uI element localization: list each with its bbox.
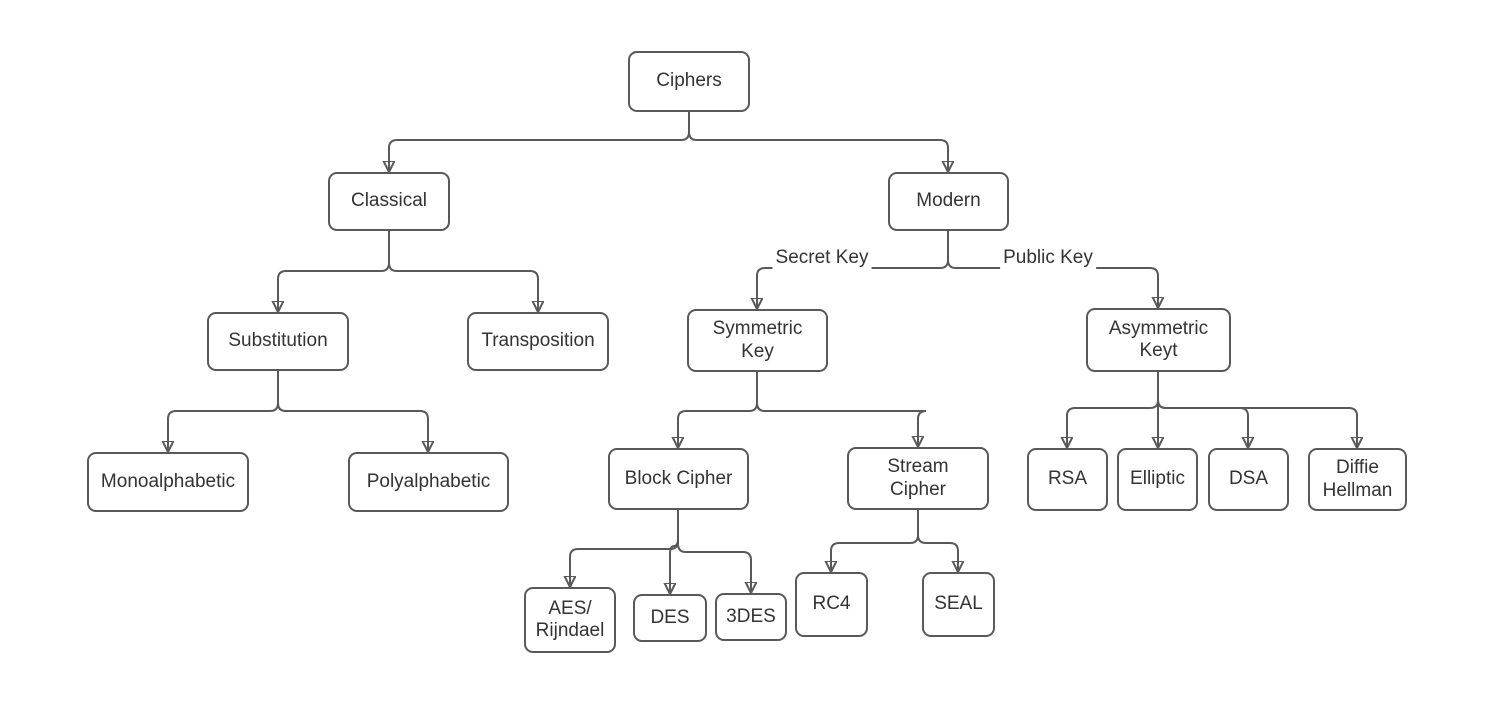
node-asymmetric-key: Asymmetric Keyt	[1086, 308, 1231, 372]
node-ciphers: Ciphers	[628, 51, 750, 112]
edge-modern-symmetric	[757, 231, 949, 309]
edge-block-aes	[570, 510, 679, 587]
node-elliptic: Elliptic	[1117, 448, 1198, 511]
node-rc4-label: RC4	[812, 593, 851, 615]
node-ciphers-label: Ciphers	[656, 70, 722, 92]
edge-stream-rc4	[831, 510, 919, 572]
edge-block-3des	[677, 510, 751, 593]
node-classical: Classical	[328, 172, 450, 231]
node-substitution-label: Substitution	[228, 330, 328, 352]
edge-symmetric-block	[678, 372, 758, 448]
node-symmetric-key: Symmetric Key	[687, 309, 828, 372]
node-polyalphabetic: Polyalphabetic	[348, 452, 509, 512]
node-modern-label: Modern	[916, 190, 981, 212]
edge-symmetric-stream	[756, 372, 927, 447]
node-3des-label: 3DES	[726, 605, 776, 627]
node-des-label: DES	[650, 606, 690, 628]
node-aes-rijndael-label: AES/ Rijndael	[535, 597, 605, 641]
edge-ciphers-modern	[688, 112, 948, 172]
node-block-cipher: Block Cipher	[608, 448, 749, 510]
node-monoalphabetic: Monoalphabetic	[87, 452, 249, 512]
edge-asymmetric-diffie	[1157, 372, 1357, 448]
edge-asymmetric-dsa	[1157, 372, 1248, 448]
node-seal-label: SEAL	[934, 593, 983, 615]
node-transposition: Transposition	[467, 312, 609, 371]
node-monoalphabetic-label: Monoalphabetic	[100, 470, 236, 492]
node-diffie-hellman-label: Diffie Hellman	[1322, 457, 1393, 501]
node-diffie-hellman: Diffie Hellman	[1308, 448, 1407, 511]
node-polyalphabetic-label: Polyalphabetic	[366, 470, 491, 492]
node-aes-rijndael: AES/ Rijndael	[524, 587, 616, 653]
edge-block-des	[670, 510, 679, 594]
node-rsa-label: RSA	[1047, 468, 1088, 490]
node-substitution: Substitution	[207, 312, 349, 371]
edge-label-public-key: Public Key	[1000, 247, 1096, 269]
edge-stream-seal	[917, 510, 958, 572]
node-dsa-label: DSA	[1228, 468, 1269, 490]
edge-asymmetric-rsa	[1067, 372, 1159, 448]
node-classical-label: Classical	[350, 190, 428, 212]
node-rsa: RSA	[1027, 448, 1108, 511]
edge-substitution-polyalphabetic	[277, 371, 428, 452]
edge-classical-substitution	[278, 231, 390, 312]
node-dsa: DSA	[1208, 448, 1289, 511]
edge-label-secret-key: Secret Key	[772, 247, 872, 269]
node-asymmetric-key-label: Asymmetric Keyt	[1108, 317, 1209, 361]
node-transposition-label: Transposition	[481, 330, 595, 352]
node-rc4: RC4	[795, 572, 868, 637]
node-des: DES	[633, 594, 707, 642]
node-modern: Modern	[888, 172, 1009, 231]
node-elliptic-label: Elliptic	[1130, 468, 1185, 490]
node-stream-cipher: Stream Cipher	[847, 447, 989, 510]
node-3des: 3DES	[715, 593, 787, 641]
edge-modern-asymmetric	[947, 231, 1158, 308]
node-seal: SEAL	[922, 572, 995, 637]
node-symmetric-key-label: Symmetric Key	[712, 318, 803, 362]
node-block-cipher-label: Block Cipher	[624, 467, 733, 489]
edge-ciphers-classical	[389, 112, 690, 172]
edge-classical-transposition	[388, 231, 538, 312]
edge-substitution-monoalphabetic	[168, 371, 279, 452]
node-stream-cipher-label: Stream Cipher	[887, 456, 949, 500]
